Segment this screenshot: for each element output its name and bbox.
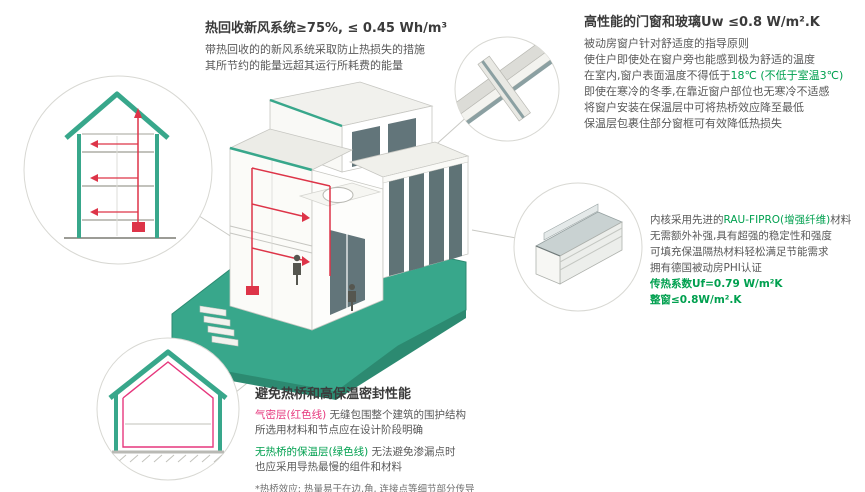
thermal-text-line: 也应采用导热最慢的组件和材料 [255,461,402,473]
material-text-line: 内核采用先进的RAU-FIPRO(增强纤维)材料 [650,212,862,228]
windows-annotation: 高性能的门窗和玻璃Uw ≤0.8 W/m².K 被动房窗户针对舒适度的指导原则 … [584,14,862,132]
airtight-layer-text: 无缝包围整个建筑的围护结构 [326,409,467,421]
windows-title: 高性能的门窗和玻璃Uw ≤0.8 W/m².K [584,15,820,30]
ventilation-duct-section [98,116,139,232]
airflow-arrows [90,108,145,232]
bathtub [322,187,354,203]
ventilation-ducts [251,167,331,292]
glass-pane [389,172,404,276]
windows-text-line: 使住户即使处在窗户旁也能感到极为舒适的温度 [584,53,815,66]
thermal-text-line: 所选用材料和节点应在设计阶段明确 [255,424,423,436]
insulation-layer-roof [108,349,228,400]
material-text-line: 拥有德国被动房PHI认证 [650,262,762,274]
thermal-envelope-detail-circle [96,337,240,481]
glass-pane [449,158,462,260]
airtight-layer-line-text: 气密层(红色线) 无缝包围整个建筑的围护结构 [255,408,565,423]
material-text-line: 无需额外补强,具有超强的稳定性和强度 [650,230,832,242]
glass-pane [409,167,424,271]
insulation-layer-line-text: 无热桥的保温层(绿色线) 无法避免渗漏点时 [255,445,565,460]
window-corner-detail-circle [454,36,560,142]
house-cutaway-illustration [228,81,470,331]
material-text-segment: 内核采用先进的 [650,214,724,226]
ventilation-text-line: 其所节约的能量远超其运行所耗费的能量 [205,59,403,72]
house-glass-wing [348,141,470,279]
person-figure [348,284,356,311]
glass-pane-edge [543,203,599,241]
windows-text-line: 被动房窗户针对舒适度的指导原则 [584,37,749,50]
duct-arrows [246,212,310,295]
insulation-layer-label: 无热桥的保温层(绿色线) [255,446,369,458]
material-annotation: 内核采用先进的RAU-FIPRO(增强纤维)材料 无需额外补强,具有超强的稳定性… [650,212,862,308]
ventilation-annotation: 热回收新风系统≥75%, ≤ 0.45 Wh/m³ 带热回收的的新风系统采取防止… [205,20,465,74]
windows-text-segment: 在室内,窗户表面温度不得低于 [584,69,731,82]
window-profile-detail-circle [513,182,643,312]
temperature-highlight: 18℃ (不低于室温3℃) [730,69,844,82]
ventilation-title: 热回收新风系统≥75%, ≤ 0.45 Wh/m³ [205,21,448,36]
windows-text-line: 将窗户安装在保温层中可将热桥效应降至最低 [584,101,804,114]
thermal-title: 避免热桥和高保温密封性能 [255,387,412,402]
u-value-window: 整窗≤0.8W/m².K [650,294,742,306]
windows-text-line: 在室内,窗户表面温度不得低于18℃ (不低于室温3℃) [584,68,862,84]
material-text-line: 可填充保温隔热材料轻松满足节能需求 [650,246,829,258]
heat-recovery-unit-section [132,222,145,232]
thermal-bridge-footnote: *热桥效应: 热量易于在边,角, 连接点等细节部分传导 [255,484,475,492]
insulation-layer-text: 无法避免渗漏点时 [368,446,456,458]
cross-section-detail-circle [23,75,213,265]
person-figure [293,254,301,285]
gasket-line [535,245,561,257]
airtight-layer-line [122,361,214,448]
stairs [199,305,239,347]
windows-text-line: 即使在寒冷的冬季,在靠近窗户部位也无寒冷不适感 [584,85,830,98]
airtight-layer-label: 气密层(红色线) [255,409,327,421]
material-text-segment: 材料 [830,214,852,226]
heat-recovery-unit [246,286,259,295]
glass-pane [429,162,444,265]
rau-fipro-highlight: RAU-FIPRO(增强纤维) [723,214,831,226]
ventilation-text-line: 带热回收的的新风系统采取防止热损失的措施 [205,43,425,56]
windows-text-line: 保温层包裹住部分窗框可有效降低热损失 [584,117,782,130]
thermal-annotation: 避免热桥和高保温密封性能 气密层(红色线) 无缝包围整个建筑的围护结构 所选用材… [255,386,565,492]
house-cut-face [228,128,354,331]
roof-insulation-line [64,91,170,140]
u-value-frame: 传热系数Uf=0.79 W/m²K [650,278,783,290]
